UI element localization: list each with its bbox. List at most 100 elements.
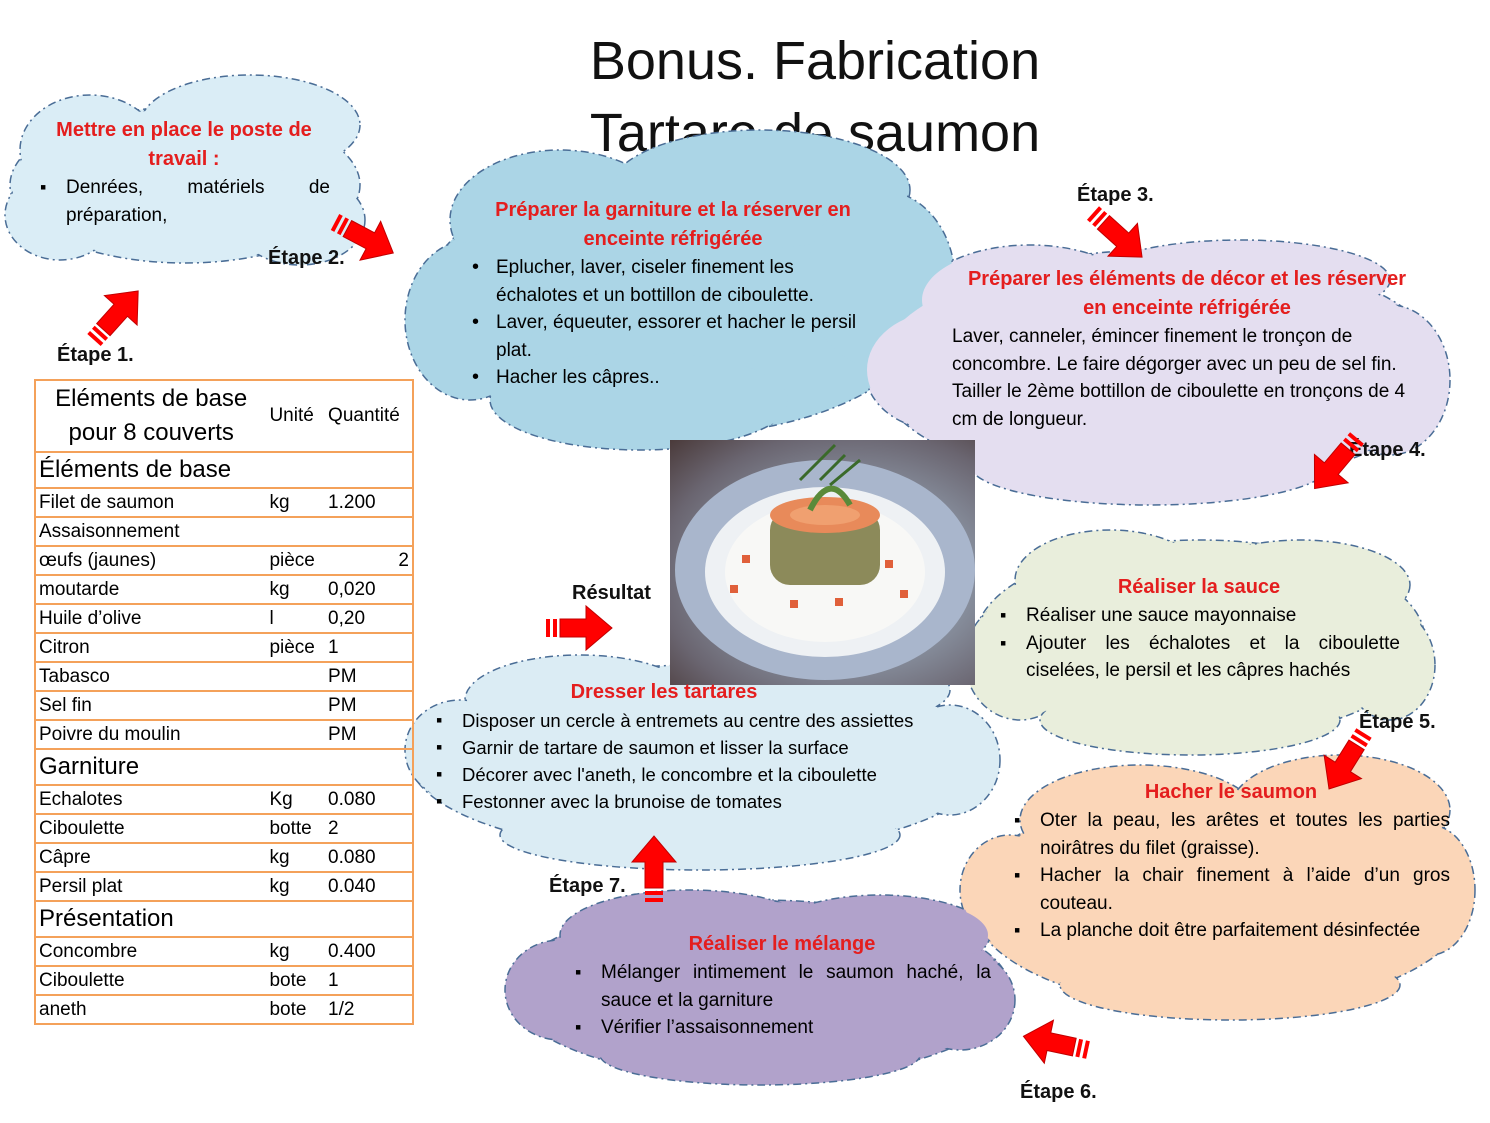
- step-2-label: Étape 2.: [268, 247, 345, 269]
- table-cell-qty: PM: [325, 661, 414, 692]
- table-cell-name: Echalotes: [33, 784, 267, 815]
- table-cell-unit: pièce: [266, 632, 326, 663]
- table-header-row: Eléments de base pour 8 couverts Unité Q…: [33, 379, 414, 453]
- list-item: Ajouter les échalotes et la ciboulette c…: [998, 630, 1400, 685]
- table-cell-unit: kg: [266, 871, 326, 902]
- table-section-row: Présentation: [34, 900, 414, 938]
- cloud-decor-p2: Tailler le 2ème bottillon de ciboulette …: [952, 381, 1406, 430]
- cloud-hacher-title: Hacher le saumon: [1144, 781, 1318, 803]
- table-cell-unit: [266, 719, 326, 750]
- cloud-melange-title: Réaliser le mélange: [688, 933, 876, 955]
- ingredients-table: Eléments de base pour 8 couverts Unité Q…: [33, 379, 414, 1025]
- cloud-hacher: Hacher le saumon Oter la peau, les arête…: [1012, 778, 1450, 945]
- table-section-row: Garniture: [34, 748, 414, 786]
- table-section-row: Éléments de base: [34, 451, 414, 489]
- cloud-melange-list: Mélanger intimement le saumon haché, la …: [573, 959, 991, 1042]
- cloud-decor-title: Préparer les éléments de décor et les ré…: [967, 268, 1407, 319]
- result-arrow: [545, 605, 613, 651]
- table-cell-name: Filet de saumon: [33, 487, 267, 518]
- list-item: Festonner avec la brunoise de tomates: [434, 788, 994, 815]
- cloud-garniture-title: Préparer la garniture et la réserver en …: [495, 199, 851, 250]
- table-header-cell: Quantité: [325, 379, 414, 453]
- table-cell-name: œufs (jaunes): [33, 545, 267, 576]
- title-line-1: Bonus. Fabrication: [589, 31, 1041, 91]
- table-section-title: Éléments de base: [34, 451, 414, 489]
- step-5-label: Étape 5.: [1359, 711, 1436, 733]
- table-cell-name: Ciboulette: [33, 965, 267, 996]
- table-cell-qty: 0.040: [325, 871, 414, 902]
- step-4-arrow: [1297, 423, 1375, 504]
- cloud-melange: Réaliser le mélange Mélanger intimement …: [573, 930, 991, 1042]
- cloud-decor-p1: Laver, canneler, émincer finement le tro…: [952, 326, 1397, 375]
- table-cell-qty: PM: [325, 690, 414, 721]
- table-cell-qty: 0.080: [325, 842, 414, 873]
- list-item: Denrées, matériels de préparation,: [38, 174, 330, 229]
- list-item: Hacher les câpres..: [468, 364, 878, 392]
- table-cell-qty: 0.400: [325, 936, 414, 967]
- table-cell-qty: 0,20: [325, 603, 414, 634]
- table-section-title: Garniture: [34, 748, 414, 786]
- cloud-poste-list: Denrées, matériels de préparation,: [38, 174, 330, 229]
- cloud-poste-title: Mettre en place le poste de travail :: [56, 119, 312, 170]
- table-cell-unit: pièce: [266, 545, 326, 576]
- step-7-arrow: [631, 835, 677, 903]
- step-1-arrow: [77, 275, 156, 356]
- page-title: Bonus. Fabrication Tartare de saumon: [470, 25, 1160, 169]
- list-item: Oter la peau, les arêtes et toutes les p…: [1012, 807, 1450, 862]
- table-cell-qty: 2: [325, 813, 414, 844]
- table-row: Tabasco PM: [33, 661, 414, 692]
- cloud-decor: Préparer les éléments de décor et les ré…: [952, 265, 1412, 433]
- cloud-garniture: Préparer la garniture et la réserver en …: [468, 196, 878, 392]
- table-cell-qty: 1: [325, 965, 414, 996]
- table-cell-name: aneth: [33, 994, 267, 1025]
- cloud-sauce: Réaliser la sauce Réaliser une sauce may…: [998, 573, 1400, 685]
- cloud-hacher-list: Oter la peau, les arêtes et toutes les p…: [1012, 807, 1450, 945]
- table-cell-qty: PM: [325, 719, 414, 750]
- cloud-poste: Mettre en place le poste de travail : De…: [38, 116, 330, 229]
- cloud-garniture-list: Eplucher, laver, ciseler finement les éc…: [468, 254, 878, 392]
- cloud-dresser-list: Disposer un cercle à entremets au centre…: [434, 707, 994, 815]
- table-cell-name: Poivre du moulin: [33, 719, 267, 750]
- table-cell-name: Tabasco: [33, 661, 267, 692]
- list-item: Décorer avec l'aneth, le concombre et la…: [434, 761, 994, 788]
- table-cell-unit: kg: [266, 574, 326, 605]
- table-cell-qty: 1/2: [325, 994, 414, 1025]
- list-item: Disposer un cercle à entremets au centre…: [434, 707, 994, 734]
- table-cell-unit: kg: [266, 487, 326, 518]
- list-item: Hacher la chair finement à l’aide d’un g…: [1012, 862, 1450, 917]
- dish-photo: [670, 440, 975, 685]
- result-label: Résultat: [572, 582, 651, 604]
- list-item: Mélanger intimement le saumon haché, la …: [573, 959, 991, 1014]
- table-cell-name: moutarde: [33, 574, 267, 605]
- step-4-label: Étape 4.: [1349, 439, 1426, 461]
- list-item: Garnir de tartare de saumon et lisser la…: [434, 734, 994, 761]
- table-cell-unit: kg: [266, 842, 326, 873]
- dish-illustration: [675, 443, 975, 680]
- title-line-2: Tartare de saumon: [589, 103, 1041, 163]
- table-cell-unit: [266, 690, 326, 721]
- table-cell-name: Concombre: [33, 936, 267, 967]
- step-3-label: Étape 3.: [1077, 184, 1154, 206]
- table-row: Assaisonnement: [33, 516, 414, 547]
- step-1-label: Étape 1.: [57, 344, 134, 366]
- table-section-title: Présentation: [34, 900, 414, 938]
- table-cell-unit: Kg: [266, 784, 326, 815]
- table-cell-unit: l: [266, 603, 326, 634]
- list-item: Vérifier l’assaisonnement: [573, 1014, 991, 1042]
- table-cell-unit: bote: [266, 965, 326, 996]
- table-cell-unit: botte: [266, 813, 326, 844]
- table-header-cell: Unité: [266, 379, 326, 453]
- cloud-dresser-title: Dresser les tartares: [570, 681, 758, 703]
- table-cell-name: Ciboulette: [33, 813, 267, 844]
- step-7-label: Étape 7.: [549, 875, 626, 897]
- table-cell-unit: [266, 516, 326, 547]
- list-item: Eplucher, laver, ciseler finement les éc…: [468, 254, 878, 309]
